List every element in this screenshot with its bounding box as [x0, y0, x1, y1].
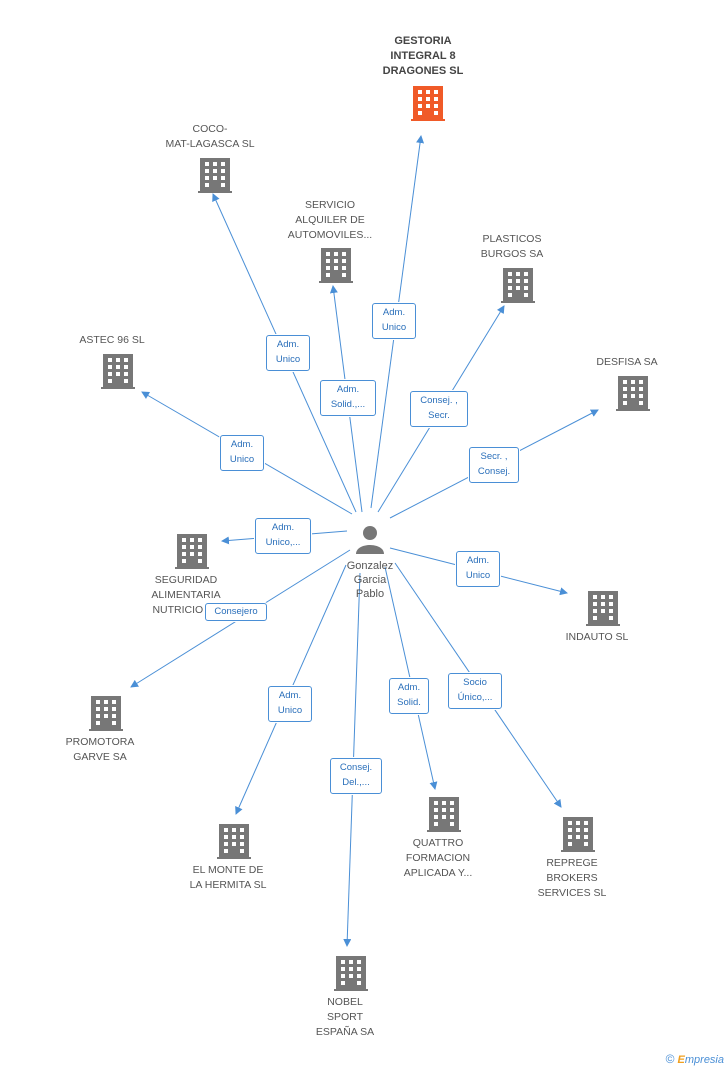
relation-label-seguridad[interactable]: Adm. Unico,... — [255, 518, 311, 554]
company-label-quattro[interactable]: QUATTRO FORMACION APLICADA Y... — [403, 837, 473, 879]
company-label-gestoria[interactable]: GESTORIA INTEGRAL 8 DRAGONES SL — [382, 35, 464, 77]
brand-name: mpresia — [684, 1054, 724, 1066]
company-label-represe[interactable]: REPREGE BROKERS SERVICES SL — [537, 857, 607, 899]
relation-label-represe[interactable]: Socio Único,... — [448, 673, 502, 709]
person-node[interactable]: Gonzalez Garcia Pablo — [330, 524, 410, 604]
relation-label-desfisa[interactable]: Secr. , Consej. — [469, 447, 519, 483]
company-label-indauto[interactable]: INDAUTO SL — [565, 631, 629, 643]
company-label-elmonte[interactable]: EL MONTE DE LA HERMITA SL — [189, 864, 267, 891]
relation-label-promotora[interactable]: Consejero — [205, 603, 267, 621]
building-icon-plasticos[interactable] — [501, 268, 535, 304]
company-label-promotora[interactable]: PROMOTORA GARVE SA — [65, 736, 135, 763]
company-label-astec[interactable]: ASTEC 96 SL — [79, 334, 145, 346]
company-label-seguridad[interactable]: SEGURIDAD ALIMENTARIA NUTRICION... — [151, 574, 221, 616]
building-icon-elmonte[interactable] — [217, 824, 251, 860]
relation-label-indauto[interactable]: Adm. Unico — [456, 551, 500, 587]
company-label-plasticos[interactable]: PLASTICOS BURGOS SA — [480, 233, 544, 260]
building-icon-nobel[interactable] — [334, 956, 368, 992]
relation-label-cocomat[interactable]: Adm. Unico — [266, 335, 310, 371]
relation-label-servicio[interactable]: Adm. Solid.,... — [320, 380, 376, 416]
building-icon-cocomat[interactable] — [198, 158, 232, 194]
building-icon-represe[interactable] — [561, 817, 595, 853]
company-label-desfisa[interactable]: DESFISA SA — [596, 356, 658, 368]
relation-label-plasticos[interactable]: Consej. , Secr. — [410, 391, 468, 427]
copyright-icon: © — [665, 1052, 675, 1066]
company-label-cocomat[interactable]: COCO- MAT-LAGASCA SL — [165, 123, 255, 150]
brand-initial: E — [677, 1054, 685, 1066]
building-icon-servicio[interactable] — [319, 248, 353, 284]
relation-label-astec[interactable]: Adm. Unico — [220, 435, 264, 471]
brand-mark: © Empresia — [666, 1052, 724, 1066]
building-icon-quattro[interactable] — [427, 797, 461, 833]
building-icon-desfisa[interactable] — [616, 376, 650, 412]
building-icon-indauto[interactable] — [586, 591, 620, 627]
person-icon — [356, 526, 384, 554]
relation-label-elmonte[interactable]: Adm. Unico — [268, 686, 312, 722]
person-name: Gonzalez Garcia Pablo — [346, 560, 394, 600]
relation-label-gestoria[interactable]: Adm. Unico — [372, 303, 416, 339]
company-label-nobel[interactable]: NOBEL SPORT ESPAÑA SA — [315, 996, 375, 1038]
building-icon-astec[interactable] — [101, 354, 135, 390]
relation-label-quattro[interactable]: Adm. Solid. — [389, 678, 429, 714]
company-label-servicio[interactable]: SERVICIO ALQUILER DE AUTOMOVILES... — [287, 199, 373, 241]
building-icon-gestoria[interactable] — [411, 86, 445, 122]
relation-label-nobel[interactable]: Consej. Del.,... — [330, 758, 382, 794]
building-icon-seguridad[interactable] — [175, 534, 209, 570]
building-icon-promotora[interactable] — [89, 696, 123, 732]
